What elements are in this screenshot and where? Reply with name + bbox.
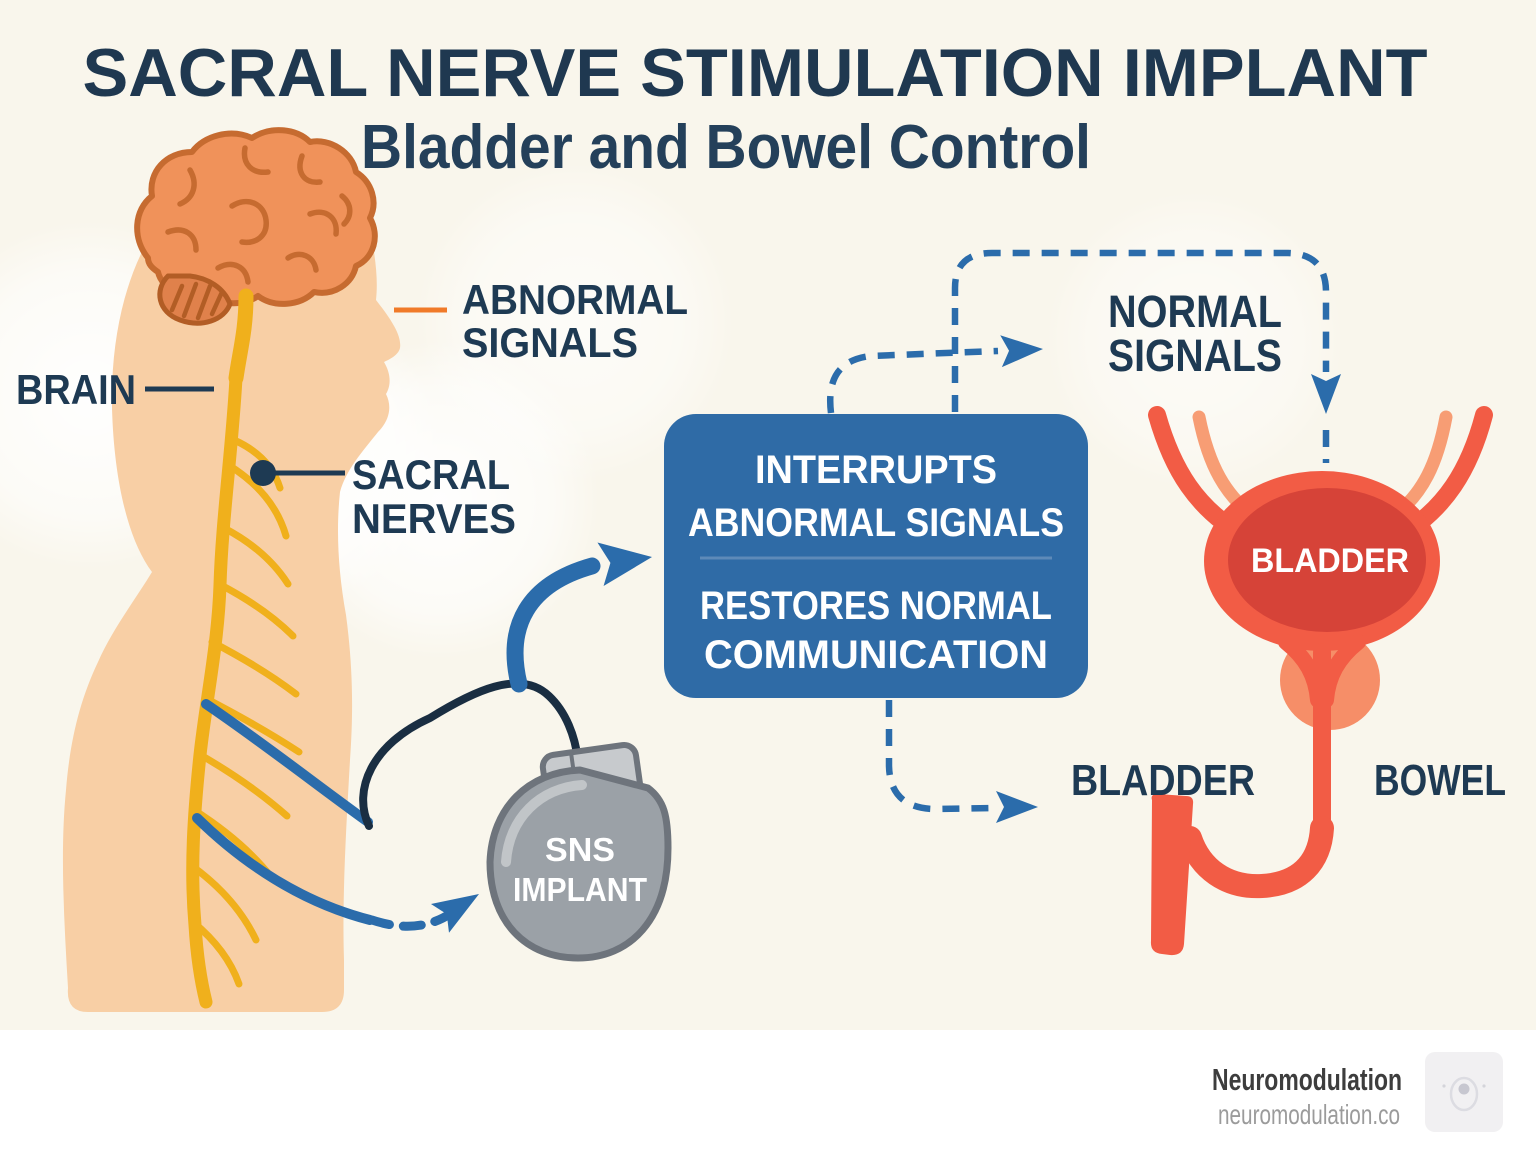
lead-wire-lower (192, 813, 375, 925)
implant-device: SNS IMPLANT (486, 742, 672, 962)
brainstem (228, 288, 254, 386)
process-box-line1: INTERRUPTS (755, 448, 997, 492)
bladder-signal-path (885, 700, 1038, 823)
implant-highlight (501, 780, 587, 867)
brain-gyri (165, 145, 353, 285)
label-normal-signals-line1: NORMAL (1108, 286, 1282, 337)
process-box: INTERRUPTS ABNORMAL SIGNALS RESTORES NOR… (664, 414, 1088, 698)
implant-label-line2: IMPLANT (513, 871, 647, 908)
label-bladder: BLADDER (1071, 756, 1255, 805)
bladder-organ-label: BLADDER (1251, 542, 1409, 580)
normal-signal-path-top (951, 249, 1341, 463)
implant-dashed-arrow (367, 894, 479, 933)
page-title: SACRAL NERVE STIMULATION IMPLANT (83, 35, 1428, 111)
body-silhouette (62, 154, 401, 1012)
footer-brand: Neuromodulation (1212, 1062, 1402, 1097)
implant-can (486, 766, 672, 962)
cerebellum-hatching (169, 281, 225, 321)
label-sacral-nerves-line1: SACRAL (352, 451, 510, 498)
bladder-inner (1228, 488, 1426, 632)
lead-wire-upper (201, 699, 373, 827)
footer-logo-box (1425, 1052, 1503, 1132)
normal-signal-arrow (827, 335, 1043, 414)
label-sacral-nerves-line2: NERVES (352, 495, 516, 542)
bowel-curve (1178, 816, 1334, 899)
label-bowel: BOWEL (1374, 756, 1506, 805)
flow-arrow (506, 542, 652, 693)
bladder-illustration: BLADDER (1148, 406, 1493, 956)
label-normal-signals-line2: SIGNALS (1108, 330, 1282, 381)
implant-label-line1: SNS (545, 831, 615, 868)
label-brain: BRAIN (16, 366, 136, 413)
footer-website: neuromodulation.co (1218, 1099, 1400, 1130)
process-box-line3: RESTORES NORMAL (700, 584, 1052, 628)
sacral-pointer-dot (250, 460, 276, 486)
process-box-line4: COMMUNICATION (704, 633, 1048, 677)
page-subtitle: Bladder and Bowel Control (361, 113, 1091, 182)
label-abnormal-signals-line2: SIGNALS (462, 319, 638, 366)
brain-illustration (134, 127, 378, 326)
label-abnormal-signals-line1: ABNORMAL (462, 276, 688, 323)
brain-logo-icon (1442, 1076, 1486, 1112)
brain-label-group: BRAIN (16, 366, 214, 413)
implant-wire (359, 679, 582, 830)
abnormal-signals-label-group: ABNORMAL SIGNALS (394, 276, 688, 366)
process-box-line2: ABNORMAL SIGNALS (688, 501, 1064, 545)
footer-strip (0, 1030, 1536, 1154)
rectum-bar (1150, 794, 1194, 956)
sacral-nerves-label-group: SACRAL NERVES (250, 451, 516, 542)
